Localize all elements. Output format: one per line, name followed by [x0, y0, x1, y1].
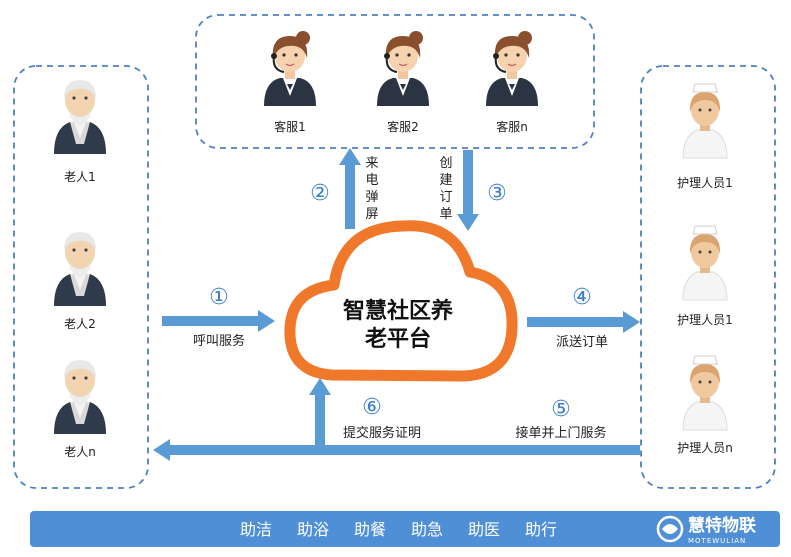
step-label-3-char-4: 单	[439, 207, 452, 222]
step-label-2-char-3: 弹	[365, 190, 378, 205]
step-number-4: ④	[572, 285, 592, 310]
arrow-create-order	[463, 150, 473, 216]
arrow-call-service	[162, 316, 260, 326]
elders-group-box	[13, 65, 149, 489]
step-number-5: ⑤	[551, 397, 571, 422]
step-label-2-char-1: 来	[365, 156, 378, 171]
caregiver-label-1: 护理人员1	[677, 176, 733, 190]
brand-name: 慧特物联	[688, 515, 756, 536]
elder-label-2: 老人2	[64, 317, 96, 331]
arrow-incoming-popup	[345, 163, 355, 229]
elder-icon	[54, 360, 106, 434]
caregivers-group-box	[640, 65, 776, 489]
step-label-4: 派送订单	[556, 335, 608, 350]
caregiver-icon	[682, 225, 728, 301]
agent-icon	[485, 30, 539, 107]
service-bathing: 助浴	[297, 520, 329, 539]
service-meals: 助餐	[354, 520, 386, 539]
agent-label-2: 客服2	[387, 119, 419, 134]
arrow-accept-and-serve	[168, 445, 640, 455]
step-label-1: 呼叫服务	[193, 333, 245, 349]
elder-label-n: 老人n	[64, 445, 96, 459]
service-mobility: 助行	[525, 520, 557, 539]
agent-label-n: 客服n	[496, 119, 528, 134]
step-number-2: ②	[310, 181, 330, 206]
step-number-3: ③	[487, 181, 507, 206]
elder-label-1: 老人1	[64, 170, 96, 184]
arrow-dispatch-order	[527, 317, 625, 327]
agents-group-box	[195, 14, 595, 149]
service-emergency: 助急	[411, 520, 443, 539]
step-label-2-char-2: 电	[365, 173, 378, 188]
step-number-1: ①	[209, 285, 229, 310]
brand-mark-icon	[656, 515, 684, 543]
agent-label-1: 客服1	[274, 119, 306, 134]
agent-icon	[376, 30, 430, 107]
elder-icon	[54, 80, 106, 154]
agent-icon	[263, 30, 317, 107]
caregiver-label-2: 护理人员1	[677, 313, 733, 327]
elder-icon	[54, 232, 106, 306]
caregiver-label-n: 护理人员n	[677, 441, 733, 455]
step-label-3-char-1: 创	[439, 156, 452, 171]
step-number-6: ⑥	[362, 395, 382, 420]
step-label-3-char-3: 订	[439, 190, 452, 205]
platform-cloud	[284, 220, 518, 382]
caregiver-icon	[682, 355, 728, 431]
platform-title-line1: 智慧社区养	[343, 298, 453, 324]
step-label-6: 提交服务证明	[343, 425, 421, 441]
service-medical: 助医	[468, 520, 500, 539]
platform-title-line2: 老平台	[364, 326, 431, 352]
step-label-3-char-2: 建	[439, 173, 452, 188]
caregiver-icon	[682, 83, 728, 159]
step-label-2-char-4: 屏	[365, 207, 378, 222]
brand-sub: MOTEWULIAN	[688, 537, 746, 545]
service-cleaning: 助洁	[240, 520, 272, 539]
step-label-5: 接单并上门服务	[515, 425, 606, 441]
arrow-submit-proof	[315, 393, 325, 447]
services-bar	[30, 511, 780, 547]
brand-logo: 慧特物联 MOTEWULIAN	[656, 515, 756, 545]
